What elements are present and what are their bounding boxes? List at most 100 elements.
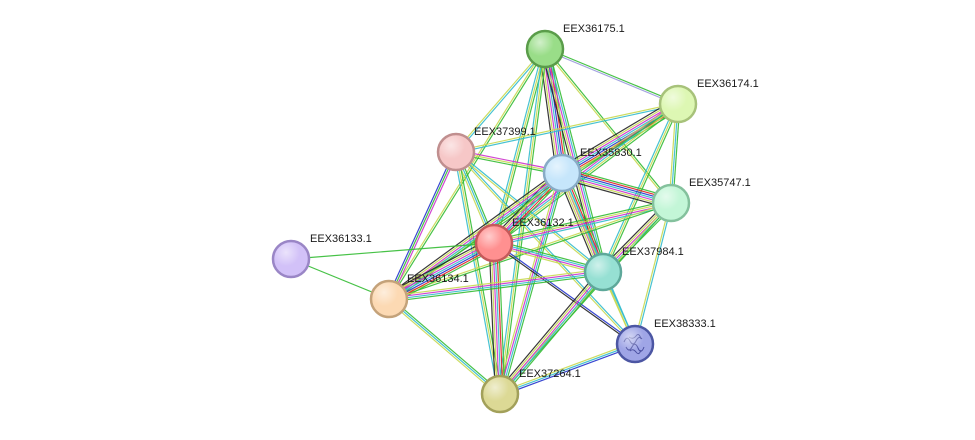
edge-eex36132-1-eex36133-1[interactable] (290, 242, 495, 260)
edge-eex36175-1-eex37399-1[interactable] (454, 47, 547, 154)
node-eex36175-1[interactable]: EEX36175.1 (525, 23, 625, 69)
edge-eex36132-1-eex36134-1[interactable] (386, 237, 497, 305)
node-highlight (483, 377, 517, 411)
edge-evidence-green (389, 297, 502, 394)
node-label: EEX37264.1 (519, 368, 581, 380)
node-eex38333-1[interactable]: EEX38333.1 (615, 318, 716, 364)
edge-evidence-cyan (388, 298, 501, 395)
edge-evidence-green (389, 274, 604, 303)
edge-evidence-yellow (386, 239, 493, 297)
edge-evidence-green (389, 104, 679, 301)
edge-eex36175-1-eex36174-1[interactable] (544, 47, 679, 106)
edge-evidence-cyan (453, 152, 499, 395)
node-label: EEX36174.1 (697, 78, 759, 90)
edge-evidence-cyan (494, 242, 502, 394)
edge-evidence-yellow (388, 268, 603, 297)
edge-eex36132-1-eex37264-1[interactable] (488, 242, 506, 395)
edge-evidence-green (498, 242, 506, 394)
edge-eex35747-1-eex38333-1[interactable] (633, 202, 673, 345)
edge-eex38333-1-eex37264-1[interactable] (499, 341, 636, 397)
edge-eex37399-1-eex38333-1[interactable] (454, 150, 637, 346)
edge-evidence-yellow (455, 102, 678, 152)
edge-evidence-magenta (498, 172, 562, 394)
edge-evidence-green (502, 173, 566, 395)
node-eex36132-1[interactable]: EEX36132.1 (474, 217, 574, 263)
node-eex35830-1[interactable]: EEX35830.1 (542, 147, 642, 193)
edge-evidence-yellow (559, 100, 677, 171)
edge-evidence-green (290, 242, 495, 260)
edge-evidence-yellow (455, 152, 603, 274)
edge-evidence-yellow (454, 47, 545, 152)
node-label: EEX36134.1 (407, 273, 469, 285)
edge-evidence-cyan (388, 242, 495, 300)
edge-evidence-blue (494, 241, 636, 344)
edge-evidence-cyan (491, 48, 544, 243)
edge-evidence-cyan (456, 49, 547, 154)
edge-evidence-black (488, 243, 496, 395)
edge-evidence-blue (389, 244, 496, 302)
edge-evidence-magenta (390, 152, 459, 301)
edge-evidence-green (545, 48, 673, 203)
edge-evidence-yellow (493, 48, 546, 244)
edge-evidence-magenta (388, 172, 563, 300)
edge-evidence-green (391, 247, 497, 305)
edge-evidence-black (386, 169, 561, 297)
edge-evidence-cyan (456, 104, 679, 154)
edge-evidence-green (388, 151, 457, 300)
node-eex35747-1[interactable]: EEX35747.1 (651, 177, 751, 223)
node-highlight (528, 32, 562, 66)
edge-evidence-red (390, 245, 497, 303)
node-eex37264-1[interactable]: EEX37264.1 (480, 368, 581, 414)
edge-evidence-magenta (492, 243, 500, 395)
node-highlight (618, 327, 652, 361)
node-highlight (545, 156, 579, 190)
edge-evidence-green (545, 47, 679, 104)
edge-evidence-green (493, 199, 671, 241)
edge-eex37399-1-eex37984-1[interactable] (455, 150, 604, 274)
edge-evidence-yellow (454, 152, 635, 346)
edge-evidence-yellow (387, 170, 562, 298)
node-label: EEX35747.1 (689, 177, 751, 189)
edge-evidence-yellow (490, 243, 498, 395)
edge-eex37984-1-eex36134-1[interactable] (388, 268, 604, 303)
edge-eex36132-1-eex38333-1[interactable] (493, 241, 636, 346)
edge-evidence-black (493, 243, 635, 346)
edge-evidence-red (496, 242, 504, 394)
edge-eex37984-1-eex37264-1[interactable] (496, 269, 607, 397)
edge-eex36134-1-eex37264-1[interactable] (387, 297, 502, 396)
node-eex37984-1[interactable]: EEX37984.1 (583, 246, 684, 292)
node-eex36174-1[interactable]: EEX36174.1 (658, 78, 759, 124)
node-highlight (439, 135, 473, 169)
edge-eex36174-1-eex37399-1[interactable] (455, 102, 679, 154)
edge-evidence-magenta (560, 101, 678, 172)
node-label: EEX37399.1 (474, 126, 536, 138)
node-label: EEX35830.1 (580, 147, 642, 159)
edge-evidence-yellow (543, 49, 671, 204)
edge-evidence-black (386, 237, 492, 295)
node-layer: EEX36175.1EEX36174.1EEX37399.1EEX35830.1… (271, 23, 759, 414)
node-label: EEX37984.1 (622, 246, 684, 258)
edge-evidence-magenta (499, 271, 604, 395)
edge-evidence-green (457, 151, 503, 394)
node-eex37399-1[interactable]: EEX37399.1 (436, 126, 536, 172)
edge-evidence-lavender (544, 49, 678, 106)
edge-eex37399-1-eex36134-1[interactable] (386, 150, 459, 301)
edge-evidence-magenta (387, 240, 494, 298)
node-highlight (654, 186, 688, 220)
edge-evidence-black (496, 269, 601, 392)
edge-evidence-green (502, 274, 607, 397)
node-highlight (661, 87, 695, 121)
edge-eex35747-1-eex36132-1[interactable] (493, 199, 672, 247)
edge-evidence-black (558, 98, 676, 169)
edge-evidence-yellow (498, 270, 603, 394)
node-eex36134-1[interactable]: EEX36134.1 (369, 273, 469, 319)
edge-eex36175-1-eex35747-1[interactable] (543, 48, 673, 204)
edge-evidence-cyan (635, 203, 673, 345)
node-eex36133-1[interactable]: EEX36133.1 (271, 233, 372, 279)
edge-evidence-black (560, 177, 670, 210)
edge-evidence-yellow (602, 103, 679, 273)
edge-evidence-green (563, 166, 673, 199)
edge-eex37399-1-eex37264-1[interactable] (453, 151, 503, 395)
